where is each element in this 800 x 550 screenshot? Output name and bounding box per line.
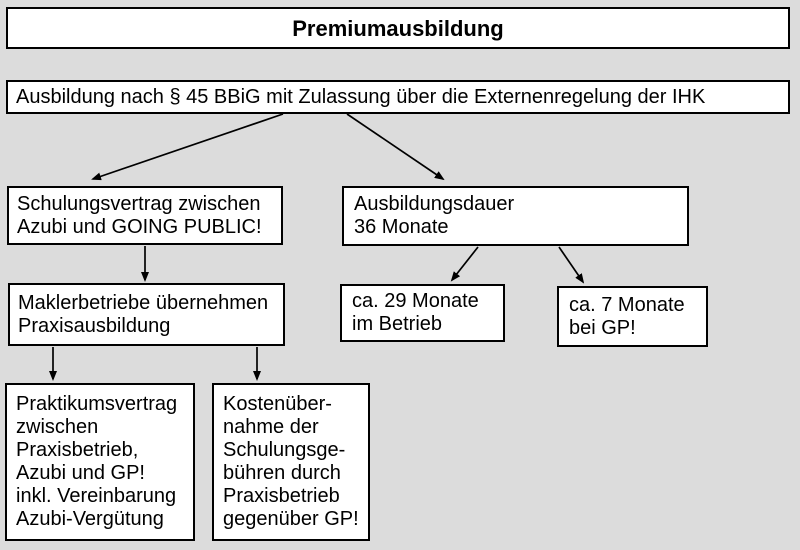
node-praktikumsvertrag-label: Praktikumsvertrag zwischen Praxisbetrieb… <box>16 393 178 530</box>
diagram-title: Premiumausbildung <box>292 15 504 41</box>
subtitle-box: Ausbildung nach § 45 BBiG mit Zulassung … <box>6 80 790 114</box>
node-schulungsvertrag: Schulungsvertrag zwischen Azubi und GOIN… <box>7 186 283 245</box>
arrow-subtitle-to-ausbildungsdauer <box>346 113 445 181</box>
subtitle-text: Ausbildung nach § 45 BBiG mit Zulassung … <box>16 85 706 108</box>
title-box: Premiumausbildung <box>6 7 790 49</box>
node-monate-betrieb: ca. 29 Monate im Betrieb <box>340 284 505 342</box>
node-praktikumsvertrag: Praktikumsvertrag zwischen Praxisbetrieb… <box>5 383 195 541</box>
arrow-ausbildungsdauer-to-monate-betrieb <box>450 246 479 282</box>
node-schulungsvertrag-label: Schulungsvertrag zwischen Azubi und GOIN… <box>17 192 262 238</box>
node-maklerbetriebe: Maklerbetriebe übernehmen Praxisausbildu… <box>8 283 285 346</box>
node-maklerbetriebe-label: Maklerbetriebe übernehmen Praxisausbildu… <box>18 291 269 337</box>
node-monate-betrieb-label: ca. 29 Monate im Betrieb <box>352 290 479 335</box>
node-kostenuebernahme: Kostenüber- nahme der Schulungsge- bühre… <box>212 383 370 541</box>
arrow-subtitle-to-schulungsvertrag <box>91 113 284 181</box>
arrow-ausbildungsdauer-to-monate-gp <box>558 246 585 284</box>
node-monate-gp-label: ca. 7 Monate bei GP! <box>569 293 685 339</box>
node-ausbildungsdauer-label: Ausbildungsdauer 36 Monate <box>354 193 515 238</box>
node-kostenuebernahme-label: Kostenüber- nahme der Schulungsge- bühre… <box>223 393 359 530</box>
node-ausbildungsdauer: Ausbildungsdauer 36 Monate <box>342 186 689 246</box>
node-monate-gp: ca. 7 Monate bei GP! <box>557 286 708 347</box>
